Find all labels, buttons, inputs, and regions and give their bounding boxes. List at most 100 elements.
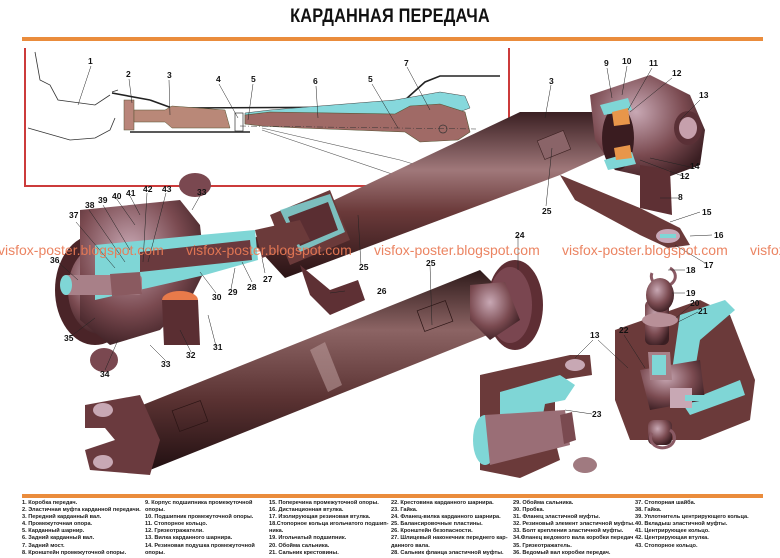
safety-bracket: [300, 265, 365, 315]
watermark-text: visfox-poster.blogspot.com: [0, 242, 164, 258]
legend-item: 9. Корпус подшипника промежуточной: [145, 500, 253, 506]
legend-item: 18.Стопорное кольца игольчатого подшип-: [269, 521, 389, 528]
callout-35: 35: [64, 333, 74, 343]
legend-item: опоры.: [145, 549, 165, 556]
legend-column: 22. Крестовина карданного шарнира. 23. Г…: [391, 500, 513, 558]
legend-item: 3. Передний карданный вал.: [22, 514, 102, 521]
universal-joint-exploded: [473, 266, 755, 478]
callout-4: 4: [216, 74, 221, 84]
poster-title: КАРДАННАЯ ПЕРЕДАЧА: [290, 6, 490, 27]
callout-12: 12: [672, 68, 682, 78]
legend-item: 11. Стопорное кольцо.: [145, 521, 208, 528]
legend-item: 7. Задний мост.: [22, 542, 65, 549]
callout-40: 40: [112, 191, 122, 201]
legend-item: 16. Дистанционная втулка.: [269, 507, 344, 514]
callout-17: 17: [704, 260, 714, 270]
watermark-text: visfox-poster.blogspot.com: [562, 242, 728, 258]
watermark-text: visfox-poster.blogspot.com: [750, 242, 780, 258]
callout-15: 15: [702, 207, 712, 217]
watermark-text: visfox-poster.blogspot.com: [374, 242, 540, 258]
callout-24: 24: [515, 230, 525, 240]
legend-item: 42. Центрирующая втулка.: [635, 535, 709, 542]
callout-28: 28: [247, 282, 257, 292]
legend-item: 8. Кронштейн промежуточной опоры.: [22, 549, 127, 556]
legend-item: 39. Уплотнитель центрирующего кольца.: [635, 514, 749, 521]
legend-column: 15. Поперечина промежуточной опоры. 16. …: [269, 500, 391, 558]
legend-item: 4. Промежуточная опора.: [22, 521, 93, 528]
callout-7: 7: [404, 58, 409, 68]
legend-column: 37. Стопорная шайба. 38. Гайка. 39. Упло…: [635, 500, 765, 558]
legend-item: 17. Изолирующая резиновая втулка.: [269, 514, 371, 521]
callout-36: 36: [50, 255, 60, 265]
callout-12b: 12: [680, 171, 690, 181]
legend-item: 6. Задний карданный вал.: [22, 535, 95, 542]
callout-19: 19: [686, 288, 696, 298]
callout-26: 26: [377, 286, 387, 296]
legend-item: 20. Обойма сальника.: [269, 542, 330, 549]
leader-lines: [57, 65, 713, 415]
callout-25c: 25: [359, 262, 369, 272]
legend-column: 29. Обойма сальника. 30. Пробка. 31. Фла…: [513, 500, 635, 558]
callout-30: 30: [212, 292, 222, 302]
callout-20: 20: [690, 298, 700, 308]
callout-14: 14: [690, 161, 700, 171]
legend-item: 15. Поперечина промежуточной опоры.: [269, 500, 379, 506]
rear-driveshaft: [85, 260, 543, 475]
legend-item: 22. Крестовина карданного шарнира.: [391, 500, 494, 506]
callout-23: 23: [592, 409, 602, 419]
legend-item: 26. Кронштейн безопасности.: [391, 528, 473, 535]
callout-11: 11: [649, 58, 658, 68]
parts-legend: 1. Коробка передач. 2. Эластичная муфта …: [22, 500, 767, 558]
legend-item: 21. Сальник крестовины.: [269, 549, 339, 556]
legend-item: 28. Сальник фланца эластичной муфты.: [391, 549, 504, 556]
legend-item: 5. Карданный шарнир.: [22, 528, 85, 535]
legend-item: 40. Вкладыш эластичной муфты.: [635, 521, 728, 528]
callout-25: 25: [542, 206, 552, 216]
legend-item: 43. Стопорное кольцо.: [635, 542, 698, 549]
legend-item: 37. Стопорная шайба.: [635, 500, 696, 506]
legend-item: 25. Балансировочные пластины.: [391, 521, 483, 528]
callout-42: 42: [143, 184, 153, 194]
callout-21: 21: [698, 306, 708, 316]
callout-41: 41: [126, 188, 136, 198]
legend-item: 32. Резиновый элемент эластичной муфты.: [513, 521, 635, 528]
intermediate-support: [560, 75, 705, 248]
callout-numbers: 3 8 9 10 11 12 12 13 13 14 15 16 17 18 1…: [50, 56, 724, 419]
callout-27: 27: [263, 274, 273, 284]
callout-6: 6: [313, 76, 318, 86]
legend-item: 27. Шлицевый наконечник переднего кар-: [391, 535, 508, 542]
callout-38: 38: [85, 200, 95, 210]
legend-item: 19. Игольчатый подшипник.: [269, 535, 347, 542]
driveshaft-illustration: 1 2 3 4 5 6 5 7 3 8 9 10 11 12 12 13 13 …: [0, 51, 780, 478]
callout-16: 16: [714, 230, 724, 240]
legend-item: 29. Обойма сальника.: [513, 500, 574, 506]
legend-item: 34.Фланец ведомого вала коробки передач: [513, 535, 634, 542]
callout-18: 18: [686, 265, 696, 275]
elastic-coupling: [55, 173, 310, 372]
callout-2: 2: [126, 69, 131, 79]
legend-item: данного вала.: [391, 542, 430, 549]
callout-1: 1: [88, 56, 93, 66]
legend-item: 1. Коробка передач.: [22, 500, 78, 506]
watermarks: visfox-poster.blogspot.com visfox-poster…: [0, 242, 780, 258]
callout-13: 13: [699, 90, 709, 100]
legend-item: 12. Грязеотражатели.: [145, 528, 204, 535]
callout-5: 5: [251, 74, 256, 84]
legend-item: 31. Фланец эластичной муфты.: [513, 514, 601, 521]
legend-item: 24. Фланец-вилка карданного шарнира.: [391, 514, 501, 521]
callout-3: 3: [167, 70, 172, 80]
callout-34: 34: [100, 369, 110, 379]
callout-43: 43: [162, 184, 172, 194]
callout-9: 9: [604, 58, 609, 68]
callout-22: 22: [619, 325, 629, 335]
legend-item: 30. Пробка.: [513, 507, 545, 514]
legend-item: 10. Подшипник промежуточной опоры.: [145, 514, 254, 521]
legend-item: 41. Центрирующее кольцо.: [635, 528, 710, 535]
legend-column: 9. Корпус подшипника промежуточной опоры…: [145, 500, 269, 558]
callout-8: 8: [678, 192, 683, 202]
legend-item: опоры.: [145, 507, 165, 514]
callout-33b: 33: [161, 359, 171, 369]
callout-31: 31: [213, 342, 223, 352]
legend-item: ника.: [269, 528, 284, 535]
callout-5b: 5: [368, 74, 373, 84]
